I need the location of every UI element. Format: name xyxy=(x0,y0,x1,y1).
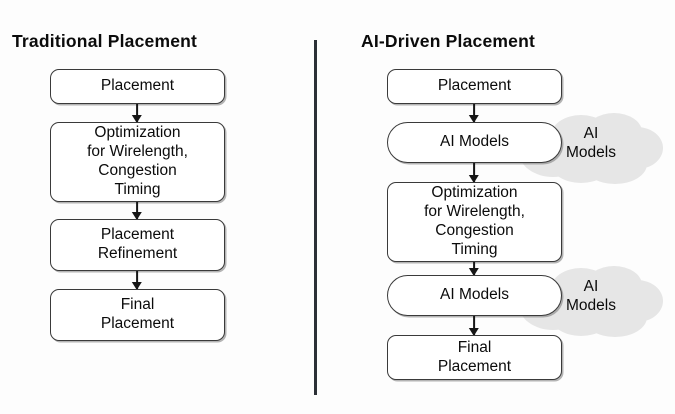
node-optimization-ai[interactable]: Optimization for Wirelength, Congestion … xyxy=(387,182,562,262)
panel-title-ai-driven: AI-Driven Placement xyxy=(361,31,535,51)
cloud-label-ai-models-2: AI Models xyxy=(566,278,616,314)
panel-divider xyxy=(314,40,317,395)
node-placement-ai[interactable]: Placement xyxy=(387,69,562,104)
node-ai-models-2[interactable]: AI Models xyxy=(387,275,562,316)
node-final-placement-ai[interactable]: Final Placement xyxy=(387,335,562,380)
panel-title-traditional: Traditional Placement xyxy=(12,31,198,51)
node-ai-models-1[interactable]: AI Models xyxy=(387,122,562,163)
node-placement-traditional[interactable]: Placement xyxy=(50,69,225,104)
node-final-placement-traditional[interactable]: Final Placement xyxy=(50,289,225,341)
cloud-label-ai-models-1: AI Models xyxy=(566,125,616,161)
node-optimization-traditional[interactable]: Optimization for Wirelength, Congestion … xyxy=(50,122,225,202)
node-placement-refinement[interactable]: Placement Refinement xyxy=(50,219,225,271)
